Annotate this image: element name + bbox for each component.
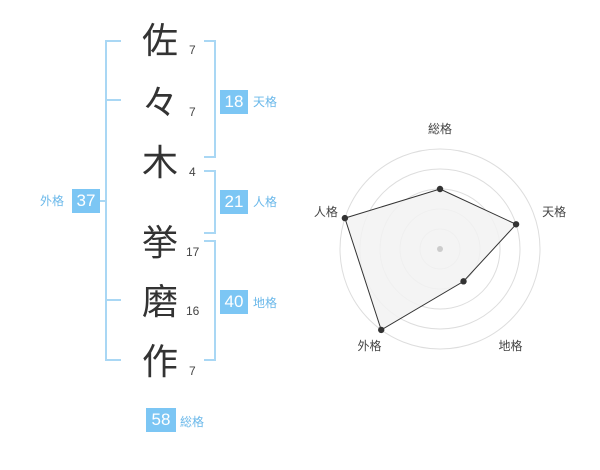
jinkaku-bracket-line	[214, 170, 216, 234]
chikaku-bracket-line	[214, 240, 216, 361]
gaikaku-bracket-connector	[97, 200, 105, 202]
gaikaku-bracket-tick-bottom	[105, 359, 121, 361]
soukaku-label: 総格	[180, 415, 205, 429]
tenkaku-bracket-tick-bottom	[204, 156, 216, 158]
radar-axis-label-2: 天格	[542, 204, 566, 219]
radar-data-points	[341, 185, 520, 334]
radar-axis-label-4: 外格	[357, 338, 381, 353]
gaikaku-badge: 37	[72, 189, 100, 213]
radar-point-5	[341, 214, 349, 222]
gaikaku-bracket-tick	[105, 99, 121, 101]
gaikaku-bracket-line	[105, 40, 107, 361]
jinkaku-badge: 21	[220, 190, 248, 214]
jinkaku-label: 人格	[253, 195, 278, 209]
stroke-count-2: 7	[189, 105, 196, 119]
soukaku-badge: 58	[146, 408, 176, 432]
radar-data-polygon	[344, 188, 517, 331]
radar-point-3	[460, 278, 467, 285]
name-char-1: 佐	[141, 21, 178, 62]
radar-point-4	[378, 326, 385, 334]
gaikaku-bracket-tick-top	[105, 40, 121, 42]
jinkaku-bracket-tick-top	[204, 170, 216, 172]
radar-point-1	[436, 185, 444, 193]
gaikaku-label: 外格	[40, 194, 65, 208]
tenkaku-bracket-tick-top	[204, 40, 216, 42]
name-char-3: 木	[141, 143, 178, 184]
stroke-count-4: 17	[186, 245, 200, 259]
chikaku-bracket-tick-top	[204, 240, 216, 242]
name-char-2: 々	[141, 83, 178, 124]
name-char-4: 挙	[141, 223, 178, 264]
name-char-5: 磨	[141, 282, 178, 323]
stroke-count-3: 4	[189, 165, 196, 179]
radar-axis-label-5: 人格	[314, 204, 338, 219]
tenkaku-bracket-line	[214, 40, 216, 158]
tenkaku-label: 天格	[253, 95, 278, 109]
radar-point-2	[512, 221, 520, 228]
tenkaku-badge: 18	[220, 90, 248, 114]
radar-axis-label-1: 総格	[428, 121, 452, 136]
chikaku-badge: 40	[220, 290, 248, 314]
radar-center-dot	[437, 246, 443, 252]
jinkaku-bracket-tick-bottom	[204, 232, 216, 234]
stroke-count-6: 7	[189, 364, 196, 378]
chikaku-label: 地格	[253, 296, 278, 310]
name-char-6: 作	[141, 342, 178, 383]
stroke-count-1: 7	[189, 43, 196, 57]
gaikaku-bracket-tick	[105, 299, 121, 301]
stroke-count-5: 16	[186, 304, 200, 318]
radar-axis-label-3: 地格	[498, 338, 522, 353]
chikaku-bracket-tick-bottom	[204, 359, 216, 361]
